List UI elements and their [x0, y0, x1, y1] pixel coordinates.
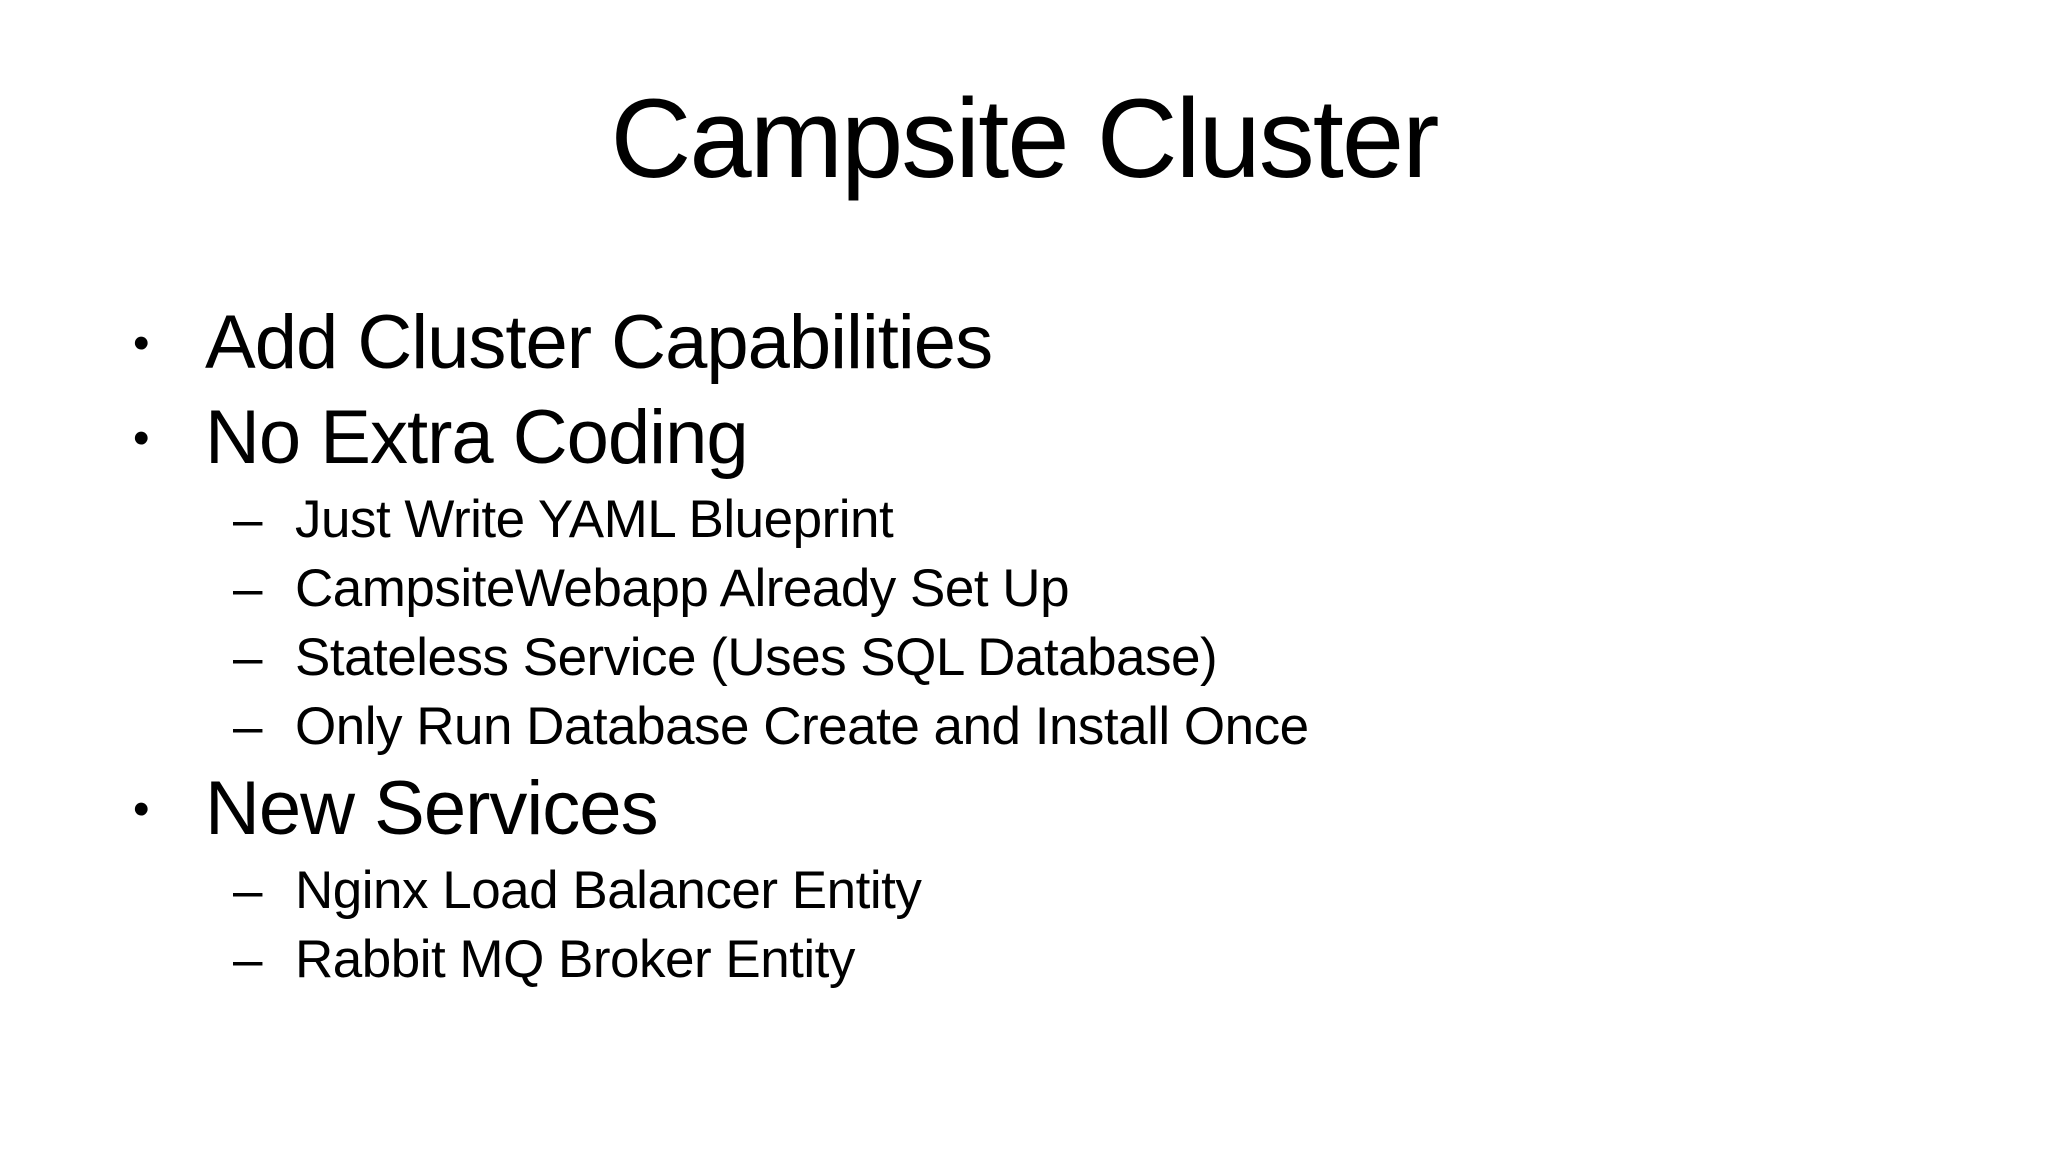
sub-bullet-text: Rabbit MQ Broker Entity	[295, 930, 855, 989]
bullet-dash-marker: –	[233, 697, 262, 756]
bullet-item: • Add Cluster Capabilities	[133, 295, 1988, 390]
sub-bullet-text: Only Run Database Create and Install Onc…	[295, 697, 1309, 756]
slide-title: Campsite Cluster	[610, 76, 1440, 201]
slide-body: • Add Cluster Capabilities • No Extra Co…	[133, 295, 1988, 994]
sub-bullet-text: Nginx Load Balancer Entity	[295, 861, 922, 920]
sub-bullet-item: – Just Write YAML Blueprint	[233, 485, 1988, 554]
sub-bullet-item: – Nginx Load Balancer Entity	[233, 856, 1988, 925]
bullet-dash-marker: –	[233, 628, 262, 687]
sub-bullet-item: – CampsiteWebapp Already Set Up	[233, 554, 1988, 623]
bullet-text: New Services	[205, 766, 659, 851]
sub-bullet-text: Stateless Service (Uses SQL Database)	[295, 628, 1218, 687]
bullet-text: No Extra Coding	[205, 395, 749, 480]
sub-bullet-text: CampsiteWebapp Already Set Up	[295, 559, 1070, 618]
bullet-dash-marker: –	[233, 930, 262, 989]
bullet-item: • No Extra Coding	[133, 390, 1988, 485]
bullet-dot-marker: •	[133, 410, 150, 464]
sub-bullet-text: Just Write YAML Blueprint	[295, 490, 894, 549]
bullet-dash-marker: –	[233, 490, 262, 549]
sub-bullet-item: – Only Run Database Create and Install O…	[233, 692, 1988, 761]
sub-bullet-item: – Stateless Service (Uses SQL Database)	[233, 623, 1988, 692]
bullet-dash-marker: –	[233, 861, 262, 920]
sub-bullet-item: – Rabbit MQ Broker Entity	[233, 925, 1988, 994]
bullet-dot-marker: •	[133, 781, 150, 835]
bullet-item: • New Services	[133, 761, 1988, 856]
bullet-dash-marker: –	[233, 559, 262, 618]
bullet-text: Add Cluster Capabilities	[205, 300, 993, 385]
bullet-dot-marker: •	[133, 315, 150, 369]
